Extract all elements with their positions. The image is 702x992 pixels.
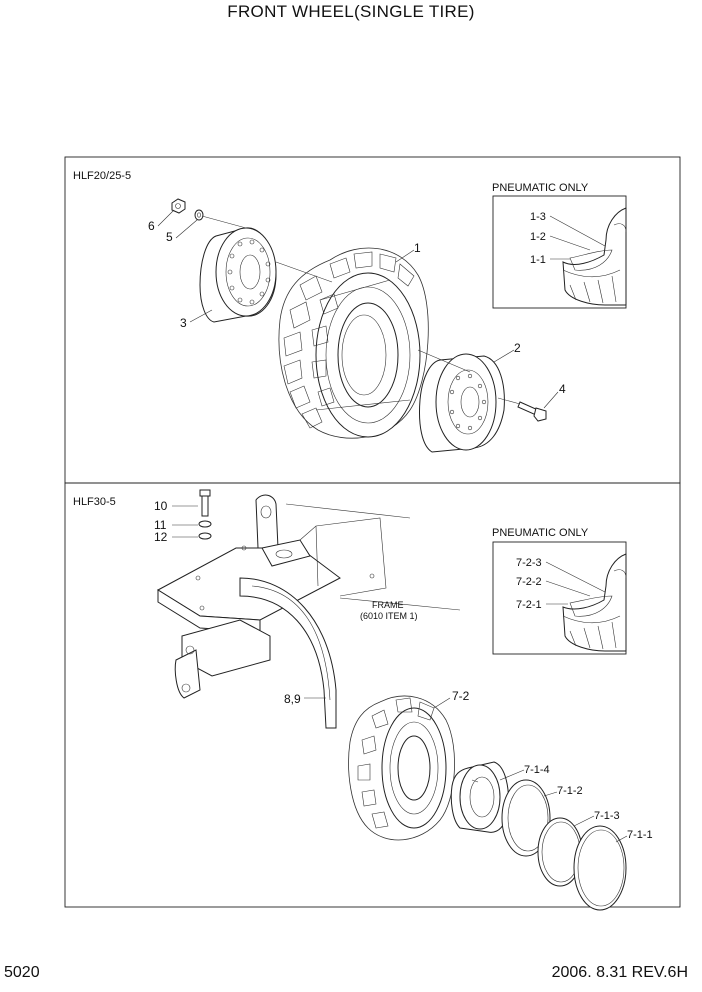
frame-note: FRAME — [372, 600, 404, 610]
callout-12: 12 — [154, 530, 168, 544]
callout-7-2-2: 7-2-2 — [516, 576, 542, 588]
callout-2: 2 — [514, 341, 521, 355]
callout-1-2: 1-2 — [530, 231, 546, 243]
flat-washer — [198, 532, 212, 540]
callout-7-1-4: 7-1-4 — [524, 764, 550, 776]
callout-7-2-3: 7-2-3 — [516, 557, 542, 569]
callout-7-1-2: 7-1-2 — [557, 785, 583, 797]
callout-4: 4 — [559, 382, 566, 396]
lower-tire — [348, 695, 455, 841]
upper-inset-title: PNEUMATIC ONLY — [492, 182, 589, 194]
lower-panel — [64, 482, 681, 908]
callout-3: 3 — [180, 316, 187, 330]
rim-bolt — [517, 401, 547, 422]
upper-inset-tire-section — [562, 207, 627, 306]
callout-1-3: 1-3 — [530, 211, 546, 223]
lower-model-label: HLF30-5 — [73, 496, 116, 508]
page-number: 5020 — [4, 964, 40, 981]
outer-rim-half — [199, 227, 277, 323]
mounting-bolt — [199, 489, 211, 517]
page-title: FRONT WHEEL(SINGLE TIRE) — [227, 2, 475, 21]
callout-7-1-1: 7-1-1 — [627, 829, 653, 841]
split-rim — [450, 761, 509, 833]
fender-bracket — [157, 494, 461, 729]
callout-10: 10 — [154, 499, 168, 513]
callout-6: 6 — [148, 219, 155, 233]
revision-date: 2006. 8.31 REV.6H — [551, 964, 688, 981]
callout-5: 5 — [166, 230, 173, 244]
callout-7-1-3: 7-1-3 — [594, 810, 620, 822]
callout-7-2: 7-2 — [452, 689, 470, 703]
main-tire — [278, 247, 429, 439]
lower-inset-title: PNEUMATIC ONLY — [492, 527, 589, 539]
upper-model-label: HLF20/25-5 — [73, 170, 131, 182]
callout-7-2-1: 7-2-1 — [516, 599, 542, 611]
callout-8-9: 8,9 — [284, 692, 301, 706]
inner-rim-half — [419, 353, 505, 453]
frame-note-ref: (6010 ITEM 1) — [360, 611, 418, 621]
callout-11: 11 — [154, 518, 167, 532]
callout-1-1: 1-1 — [530, 254, 546, 266]
lock-washer — [198, 520, 212, 528]
lower-inset-tire-section — [562, 553, 627, 652]
side-ring — [501, 779, 551, 857]
nut-part — [171, 198, 186, 214]
o-ring — [573, 825, 627, 911]
callout-1: 1 — [414, 241, 421, 255]
washer-part — [194, 209, 204, 221]
